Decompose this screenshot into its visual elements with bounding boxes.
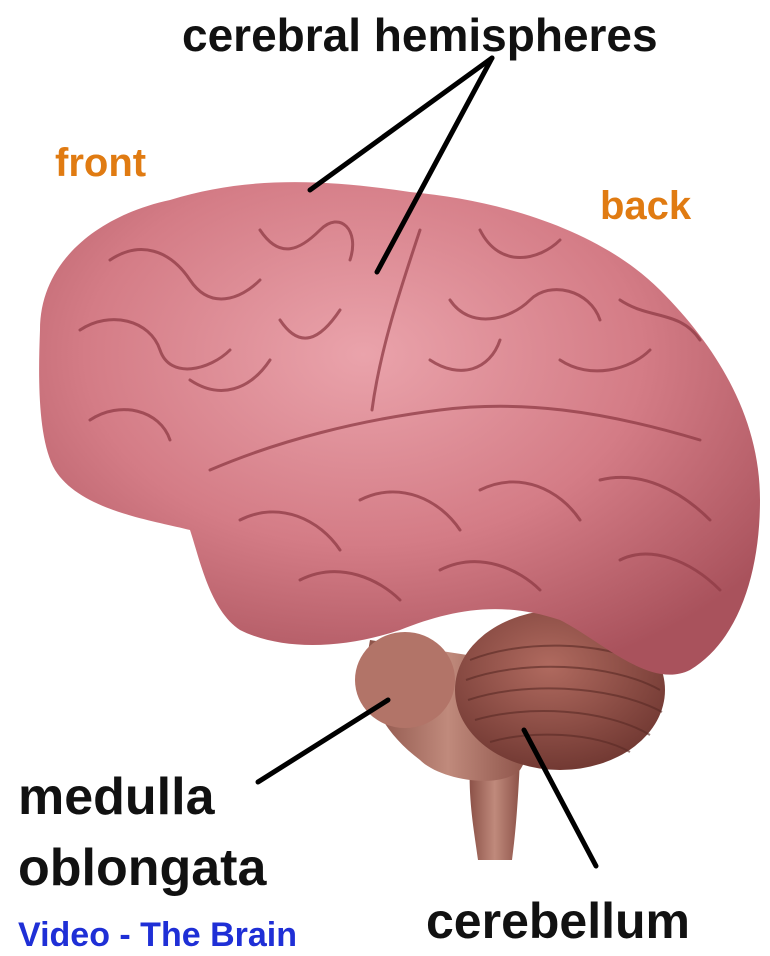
leader-line-cerebral-1 — [310, 58, 492, 190]
label-medulla-line2: oblongata — [18, 833, 266, 904]
video-link[interactable]: Video - The Brain — [18, 918, 297, 952]
label-cerebral-hemispheres: cerebral hemispheres — [182, 12, 658, 58]
label-medulla-line1: medulla — [18, 762, 266, 833]
label-front: front — [55, 143, 146, 183]
label-back: back — [600, 186, 691, 226]
label-medulla-oblongata: medulla oblongata — [18, 762, 266, 903]
label-cerebellum: cerebellum — [426, 896, 690, 946]
leader-line-medulla — [258, 700, 388, 782]
